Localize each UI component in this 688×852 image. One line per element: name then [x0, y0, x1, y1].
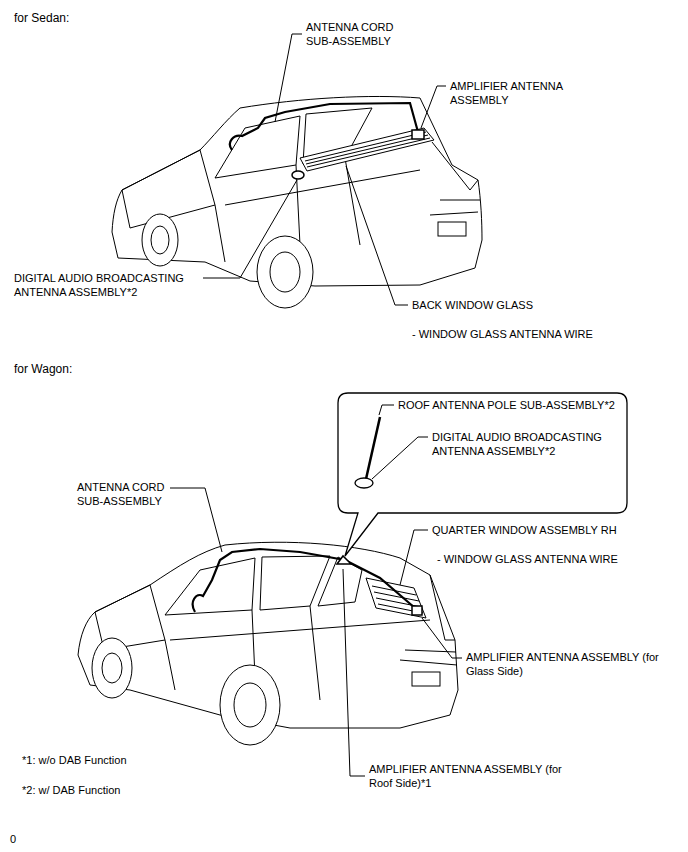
- wheel: [220, 665, 280, 745]
- side-window: [215, 116, 300, 178]
- callout-outline: [338, 393, 627, 556]
- leader-line: [275, 34, 302, 122]
- leader-line: [343, 569, 365, 776]
- leader-line: [422, 618, 462, 658]
- part-name: BACK WINDOW GLASS: [412, 298, 533, 312]
- car-line: [122, 150, 215, 228]
- door-line: [215, 158, 420, 262]
- trunk-line: [430, 142, 480, 215]
- callout-box: ROOF ANTENNA POLE SUB-ASSEMBLY*2DIGITAL …: [338, 393, 627, 513]
- part-name: AMPLIFIER ANTENNA ASSEMBLY (for Glass Si…: [466, 650, 666, 678]
- part-name: AMPLIFIER ANTENNA ASSEMBLY (for Roof Sid…: [369, 762, 581, 790]
- sedan-illustration: [112, 34, 482, 308]
- dab-antenna: [355, 478, 373, 488]
- amplifier-antenna: [337, 556, 351, 564]
- quarter-window: [366, 578, 426, 618]
- plate: [412, 672, 440, 686]
- part-name: AMPLIFIER ANTENNA ASSEMBLY: [450, 79, 575, 107]
- footnote: *2: w/ DAB Function: [22, 783, 120, 797]
- part-name: DIGITAL AUDIO BROADCASTING ANTENNA ASSEM…: [14, 271, 199, 299]
- antenna-cord: [193, 549, 415, 612]
- wheel: [270, 252, 300, 292]
- wheel: [92, 638, 132, 698]
- part-name: DIGITAL AUDIO BROADCASTING ANTENNA ASSEM…: [432, 430, 617, 458]
- wheel: [234, 683, 266, 727]
- amplifier-antenna: [412, 606, 422, 615]
- footnote: *1: w/o DAB Function: [22, 753, 127, 767]
- part-name: QUARTER WINDOW ASSEMBLY RH: [432, 523, 617, 537]
- leader-line: [203, 180, 297, 278]
- antenna-pole: [366, 417, 380, 479]
- part-name: ANTENNA CORD SUB-ASSEMBLY: [77, 480, 177, 508]
- part-name: - WINDOW GLASS ANTENNA WIRE: [412, 327, 593, 341]
- section-heading: for Wagon:: [14, 362, 72, 376]
- side-window: [165, 558, 255, 615]
- part-name: ANTENNA CORD SUB-ASSEMBLY: [306, 20, 406, 48]
- part-name: ROOF ANTENNA POLE SUB-ASSEMBLY*2: [398, 398, 615, 412]
- part-name: - WINDOW GLASS ANTENNA WIRE: [437, 552, 618, 566]
- wheel: [151, 226, 169, 254]
- leader-line: [379, 405, 394, 415]
- leader-line: [421, 86, 446, 128]
- section-heading: for Sedan:: [14, 11, 69, 25]
- wheel: [257, 236, 313, 308]
- wheel: [142, 214, 178, 266]
- leader-line: [372, 437, 428, 479]
- amplifier-antenna: [412, 130, 424, 139]
- back-window-glass: [300, 128, 434, 171]
- wheel: [102, 653, 122, 683]
- leader-line: [346, 166, 408, 305]
- dab-antenna: [292, 171, 304, 179]
- leader-line: [400, 530, 428, 585]
- leader-line: [170, 488, 222, 552]
- door-line: [165, 606, 430, 700]
- antenna-cord: [230, 103, 418, 150]
- wagon-illustration: [78, 488, 462, 776]
- figure-code: 0: [10, 832, 16, 846]
- plate: [438, 222, 466, 236]
